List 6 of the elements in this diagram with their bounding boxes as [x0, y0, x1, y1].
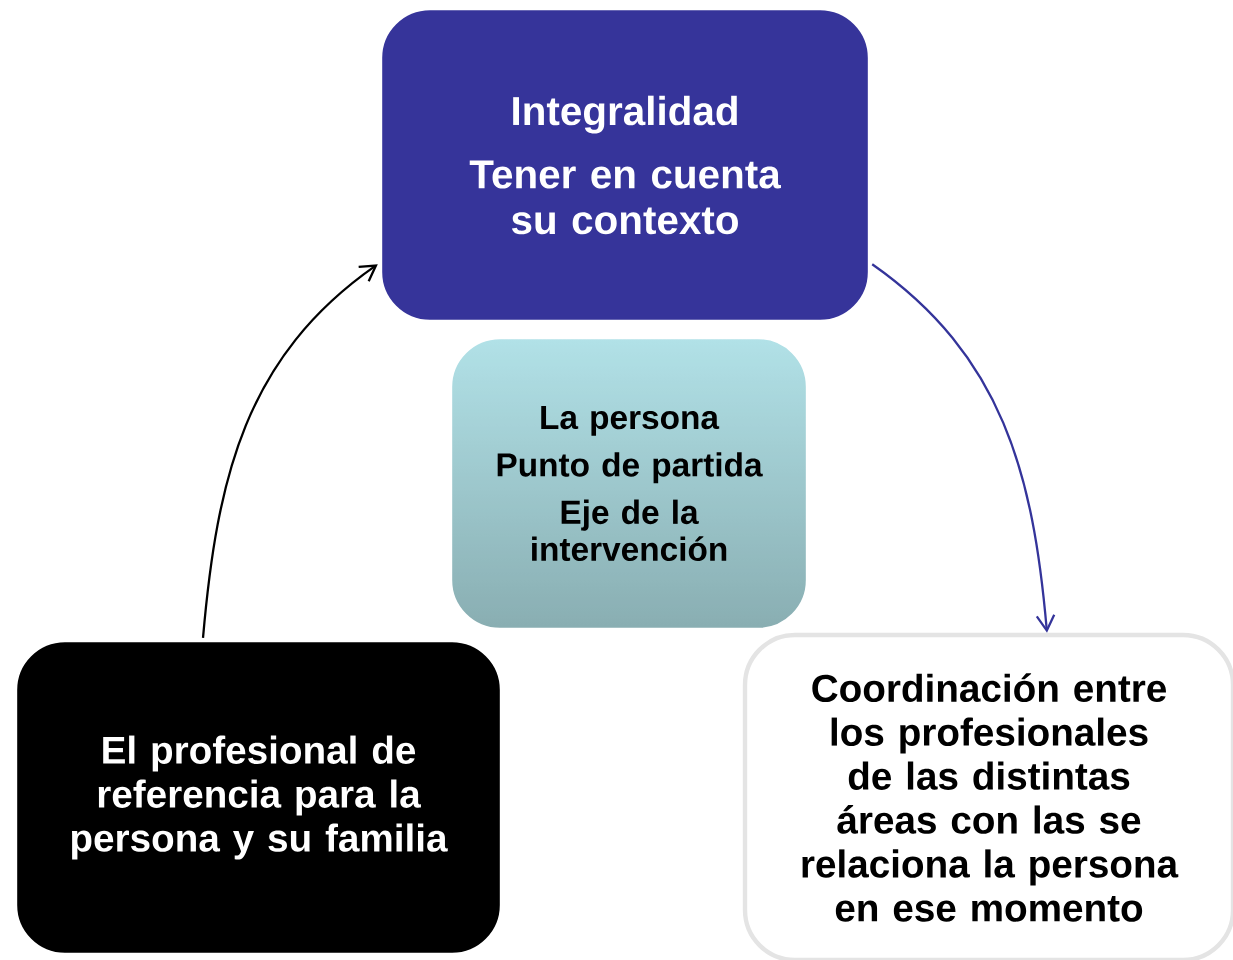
center-box: La persona Punto de partida Eje de la intervención	[447, 334, 811, 633]
concept-box: Integralidad Tener en cuenta su contexto	[377, 5, 873, 325]
concept-box: Coordinación entre los profesionales de las distintas áreas con las se relaciona la persona en ese momento	[742, 632, 1233, 960]
curved-arrow	[871, 263, 1056, 633]
concept-box: El profesional de referencia para la persona y su familia	[12, 637, 505, 958]
curved-arrow	[201, 264, 378, 638]
